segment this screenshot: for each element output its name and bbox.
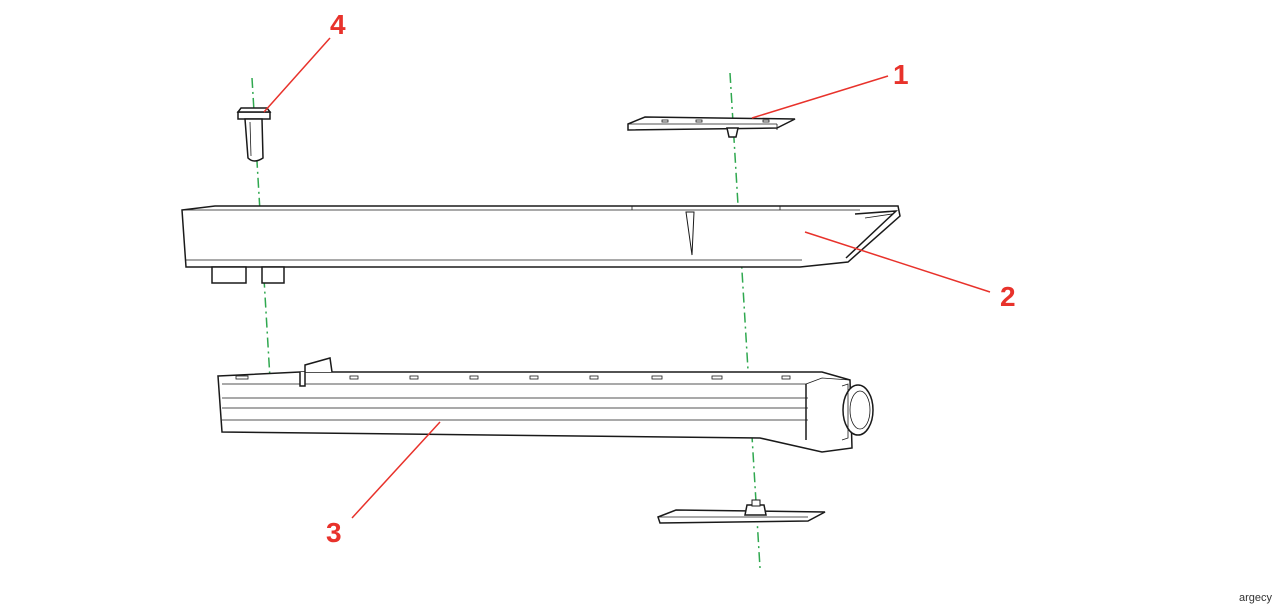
part-1-upper-plate — [627, 116, 796, 138]
right-assembly-axis — [729, 72, 761, 569]
callout-2: 2 — [1000, 281, 1016, 312]
leader-line-4 — [263, 37, 331, 113]
leader-line-3 — [351, 421, 441, 519]
callout-3: 3 — [326, 517, 342, 548]
callout-1: 1 — [893, 59, 909, 90]
leader-line-2 — [804, 231, 991, 293]
part-3-lower-rail — [217, 357, 874, 453]
part-4-screw — [236, 107, 272, 162]
leader-line-1 — [751, 75, 889, 119]
assembly-axes — [251, 72, 761, 569]
part-2-upper-guide — [181, 205, 901, 284]
leader-lines — [263, 37, 991, 519]
watermark: argecy — [1238, 592, 1272, 604]
callout-4: 4 — [330, 9, 346, 40]
lower-plate — [657, 499, 826, 524]
